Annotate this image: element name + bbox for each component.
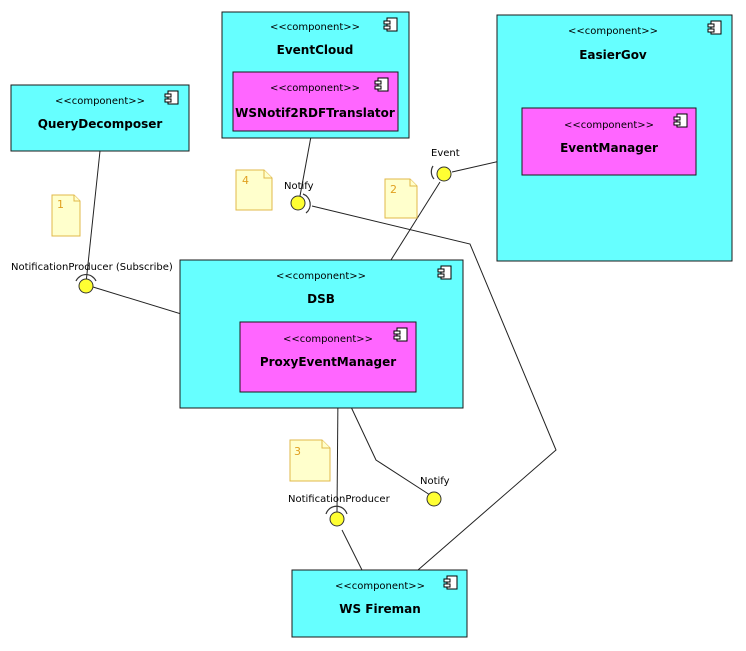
component-icon — [673, 113, 688, 128]
stereotype-label: <<component>> — [270, 83, 360, 94]
component-name: QueryDecomposer — [38, 117, 163, 131]
interface-label: Notify — [420, 476, 450, 487]
component-name: WSNotif2RDFTranslator — [235, 106, 395, 120]
interface-label: NotificationProducer — [288, 494, 391, 505]
component-eventmanager[interactable]: <<component>> EventManager — [521, 107, 697, 176]
note-number: 2 — [390, 183, 397, 196]
interface-notificationproducer[interactable]: NotificationProducer — [288, 494, 391, 527]
note-number: 4 — [242, 174, 249, 187]
component-icon — [164, 90, 179, 105]
interface-label: NotificationProducer (Subscribe) — [11, 262, 173, 273]
note-1[interactable]: 1 — [51, 194, 81, 237]
note-number: 1 — [57, 198, 64, 211]
interface-notify-top[interactable]: Notify — [284, 181, 314, 214]
component-icon — [437, 265, 452, 280]
component-icon — [443, 575, 458, 590]
component-wsfireman[interactable]: <<component>> WS Fireman — [291, 569, 468, 638]
note-3[interactable]: 3 — [289, 439, 331, 482]
stereotype-label: <<component>> — [335, 581, 425, 592]
stereotype-label: <<component>> — [568, 26, 658, 37]
interface-event[interactable]: Event — [430, 148, 460, 182]
stereotype-label: <<component>> — [276, 271, 366, 282]
note-4[interactable]: 4 — [235, 169, 273, 211]
component-wsnotif2rdftranslator[interactable]: <<component>> WSNotif2RDFTranslator — [232, 71, 399, 132]
component-icon — [383, 17, 398, 32]
component-name: WS Fireman — [339, 602, 421, 616]
wire-querydecomposer-subscribe — [85, 150, 101, 284]
stereotype-label: <<component>> — [283, 334, 373, 345]
component-name: EventManager — [560, 141, 658, 155]
wire-notify-fireman — [311, 205, 557, 571]
stereotype-label: <<component>> — [55, 96, 145, 107]
connectors — [85, 130, 557, 571]
stereotype-label: <<component>> — [564, 120, 654, 131]
component-name: ProxyEventManager — [260, 355, 396, 369]
component-querydecomposer[interactable]: <<component>> QueryDecomposer — [10, 84, 190, 152]
component-name: EventCloud — [277, 43, 354, 57]
component-proxyeventmanager[interactable]: <<component>> ProxyEventManager — [239, 321, 417, 393]
component-icon — [393, 327, 408, 342]
interface-notify-bottom[interactable]: Notify — [420, 476, 450, 507]
component-icon — [374, 77, 389, 92]
component-icon — [707, 20, 722, 35]
interface-notificationproducer-subscribe[interactable]: NotificationProducer (Subscribe) — [11, 262, 173, 294]
wire-translator-notify — [299, 130, 313, 197]
wire-proxy-notificationproducer — [336, 391, 339, 513]
note-2[interactable]: 2 — [384, 178, 418, 219]
wire-notificationproducer-fireman — [341, 529, 363, 571]
stereotype-label: <<component>> — [270, 22, 360, 33]
component-name: EasierGov — [579, 48, 647, 62]
interface-label: Notify — [284, 181, 314, 192]
interface-label: Event — [431, 148, 460, 159]
note-number: 3 — [294, 445, 301, 458]
component-name: DSB — [307, 292, 335, 306]
wire-proxy-notify-bottom — [343, 391, 431, 496]
